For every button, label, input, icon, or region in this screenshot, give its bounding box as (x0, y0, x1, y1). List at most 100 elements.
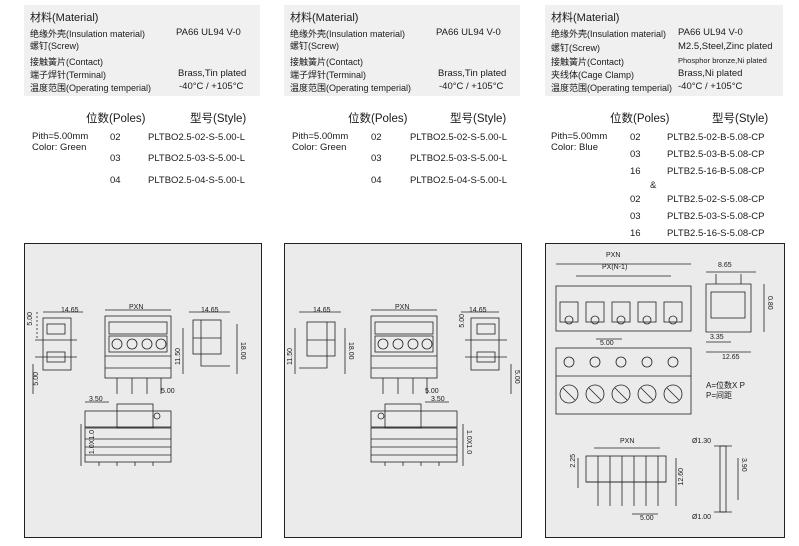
dim-label: 5.00 (161, 388, 175, 395)
material-value: PA66 UL94 V-0 (436, 27, 501, 38)
color-label: Color: Green (32, 142, 87, 153)
material-value: M2.5,Steel,Zinc plated (678, 41, 773, 52)
style-cell: PLTB2.5-02-S-5.08-CP (667, 194, 765, 205)
material-value: Brass,Ni plated (678, 68, 743, 79)
material-value: PA66 UL94 V-0 (176, 27, 241, 38)
dim-label: 12.65 (722, 354, 740, 361)
dim-label: 0.80 (766, 296, 773, 310)
dim-label: 3.50 (431, 396, 445, 403)
material-label: 温度范围(Operating temperial) (551, 83, 673, 93)
style-header: 型号(Style) (712, 113, 769, 125)
material-label: 绝缘外壳(Insulation material) (30, 29, 146, 39)
dim-label: PXN (606, 252, 621, 259)
legend-text: A=位数X P (706, 381, 745, 390)
material-label: 夹线体(Cage Clamp) (551, 70, 635, 80)
material-label: 螺钉(Screw) (551, 43, 600, 53)
dim-label: 14.65 (201, 307, 219, 314)
drawing-panel-1: 14.65 PXN 14.65 5.00 11.50 18.00 5.00 5.… (24, 243, 262, 538)
material-panel-2: 材料(Material) 绝缘外壳(Insulation material) P… (284, 5, 520, 96)
style-cell: PLTBO2.5-03-S-5.00-L (410, 153, 507, 164)
material-value: Phosphor bronze,Ni plated (678, 56, 767, 65)
pith-label: Pith=5.00mm (551, 131, 608, 142)
drawing-panel-2: 14.65 PXN 5.00 11.50 18.00 14.65 5.00 5.… (284, 243, 522, 538)
poles-cell: 02 (630, 132, 641, 143)
material-label: 温度范围(Operating temperial) (30, 83, 152, 93)
poles-cell: 03 (630, 211, 641, 222)
color-label: Color: Blue (551, 142, 598, 153)
poles-header: 位数(Poles) (610, 113, 670, 125)
poles-cell: 03 (371, 153, 382, 164)
dim-label: 5.00 (459, 314, 466, 328)
material-title: 材料(Material) (30, 12, 99, 24)
dim-label: Ø1.00 (692, 514, 712, 521)
dim-label: 1.0X1.0 (89, 430, 96, 455)
material-label: 端子焊针(Terminal) (30, 70, 107, 80)
material-label: 接触簧片(Contact) (551, 57, 625, 67)
material-label: 端子焊针(Terminal) (290, 70, 367, 80)
dim-label: Ø1.30 (692, 438, 712, 445)
material-value: -40°C / +105°C (439, 81, 504, 92)
style-cell: PLTB2.5-02-B-5.08-CP (667, 132, 765, 143)
material-label: 温度范围(Operating temperial) (290, 83, 412, 93)
material-label: 接触簧片(Contact) (290, 57, 364, 67)
poles-cell: 04 (371, 175, 382, 186)
dim-label: 14.65 (313, 307, 331, 314)
material-label: 螺钉(Screw) (30, 41, 79, 51)
dim-label: 5.00 (640, 515, 654, 522)
dim-label: 14.65 (469, 307, 487, 314)
poles-cell: 02 (110, 132, 121, 143)
material-label: 接触簧片(Contact) (30, 57, 104, 67)
material-label: 绝缘外壳(Insulation material) (290, 29, 406, 39)
poles-header: 位数(Poles) (86, 113, 146, 125)
style-cell: PLTBO2.5-04-S-5.00-L (410, 175, 507, 186)
dim-label: 5.00 (600, 340, 614, 347)
poles-header: 位数(Poles) (348, 113, 408, 125)
material-label: 绝缘外壳(Insulation material) (551, 29, 667, 39)
material-panel-1: 材料(Material) 绝缘外壳(Insulation material) P… (24, 5, 260, 96)
dim-label: 11.50 (175, 348, 182, 365)
style-cell: PLTBO2.5-02-S-5.00-L (410, 132, 507, 143)
dim-label: 5.00 (27, 312, 34, 326)
style-cell: PLTB2.5-03-S-5.08-CP (667, 211, 765, 222)
dim-label: 18.00 (347, 342, 354, 360)
dim-label: 3.90 (740, 458, 747, 472)
poles-cell: 16 (630, 228, 641, 239)
style-cell: PLTB2.5-03-B-5.08-CP (667, 149, 765, 160)
dim-label: PXN (395, 304, 410, 311)
dim-label: 5.00 (33, 372, 40, 386)
dim-label: 8.65 (718, 262, 732, 269)
style-cell: PLTBO2.5-03-S-5.00-L (148, 153, 245, 164)
material-value: -40°C / +105°C (678, 81, 743, 92)
material-value: PA66 UL94 V-0 (678, 27, 743, 38)
poles-cell: 16 (630, 166, 641, 177)
material-panel-3: 材料(Material) 绝缘外壳(Insulation material) P… (545, 5, 783, 96)
style-cell: PLTB2.5-16-B-5.08-CP (667, 166, 765, 177)
style-header: 型号(Style) (450, 113, 507, 125)
drawing-panel-3: PXN PX(N-1) 8.65 0.80 5.00 3.35 12.65 PX… (545, 243, 785, 538)
material-title: 材料(Material) (290, 12, 359, 24)
dim-label: PX(N-1) (602, 264, 628, 271)
dim-label: 11.50 (287, 348, 294, 365)
dim-label: 5.00 (425, 388, 439, 395)
poles-cell: 02 (371, 132, 382, 143)
dim-label: PXN (129, 304, 144, 311)
material-title: 材料(Material) (551, 12, 620, 24)
pith-label: Pith=5.00mm (292, 131, 349, 142)
style-cell: PLTBO2.5-02-S-5.00-L (148, 132, 245, 143)
pith-label: Pith=5.00mm (32, 131, 89, 142)
poles-cell: 02 (630, 194, 641, 205)
material-label: 螺钉(Screw) (290, 41, 339, 51)
poles-cell: 03 (630, 149, 641, 160)
dim-label: PXN (620, 438, 635, 445)
style-cell: PLTBO2.5-04-S-5.00-L (148, 175, 245, 186)
dim-label: 3.35 (710, 334, 724, 341)
dim-label: 2.25 (570, 454, 577, 468)
legend-text: P=间距 (706, 391, 733, 400)
poles-cell: 04 (110, 175, 121, 186)
dim-label: 5.00 (513, 370, 520, 384)
dim-label: 14.65 (61, 307, 79, 314)
dim-label: 18.00 (239, 342, 246, 360)
material-value: -40°C / +105°C (179, 81, 244, 92)
dim-label: 12.60 (678, 468, 685, 486)
poles-cell: 03 (110, 153, 121, 164)
